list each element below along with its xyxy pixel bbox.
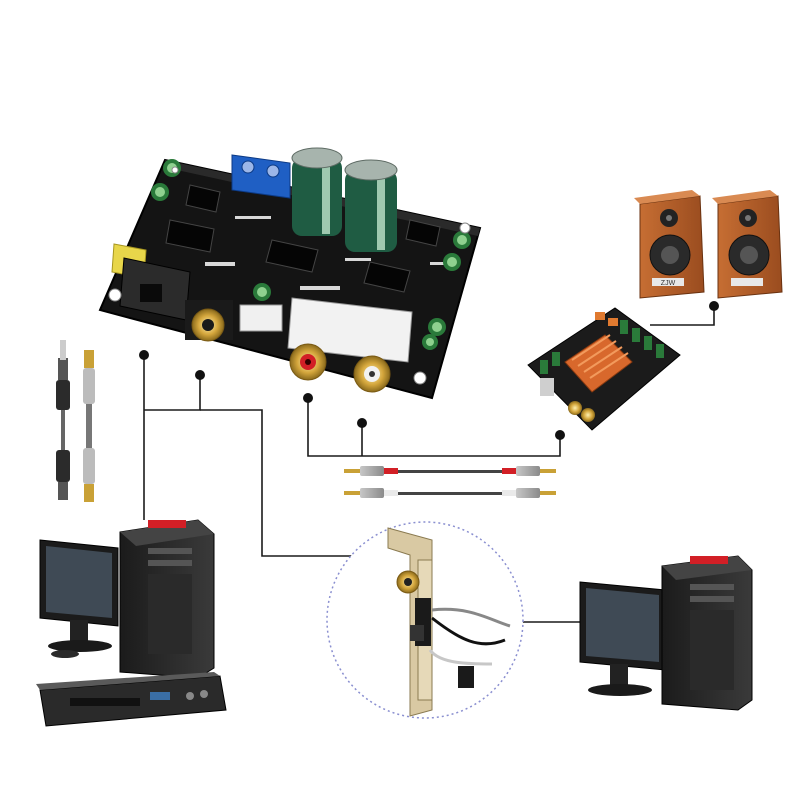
coaxial-bracket: [326, 521, 524, 719]
wire-dot: [139, 350, 149, 360]
optical-jack: [111, 243, 191, 321]
coaxial-input-jack: [185, 300, 233, 342]
wire-dot: [303, 393, 313, 403]
speakers: ZJW: [634, 190, 783, 299]
power-terminal: [231, 154, 291, 199]
small-capacitors: [151, 159, 471, 350]
speaker-brand-label: ZJW: [661, 280, 676, 287]
optical-cables: [56, 340, 95, 502]
dvd-player: [36, 672, 227, 727]
optical-cable: [56, 340, 70, 500]
computer-left: [39, 519, 215, 679]
speaker-right: [712, 190, 783, 299]
dac-board: [98, 147, 482, 400]
wire-amp-to-speakers: [650, 306, 715, 326]
wire-dot: [357, 418, 367, 428]
header-connector: [239, 304, 283, 332]
large-capacitors: [291, 147, 398, 252]
wire-to-bracket: [200, 409, 356, 557]
rca-output-jacks: [287, 297, 413, 393]
rca-cable: [344, 466, 556, 498]
speaker-left: ZJW: [634, 190, 705, 299]
wire-inputs-bus: [144, 375, 201, 411]
ic-chips: [165, 184, 441, 293]
connection-wires: [143, 306, 715, 623]
wire-dot: [709, 301, 719, 311]
wire-dot: [555, 430, 565, 440]
computer-right: [579, 555, 753, 711]
amplifier-board: [527, 307, 681, 431]
connection-dots: [139, 301, 719, 440]
wire-dot: [195, 370, 205, 380]
coaxial-cable: [83, 350, 95, 502]
wire-rca-outputs: [307, 398, 561, 457]
